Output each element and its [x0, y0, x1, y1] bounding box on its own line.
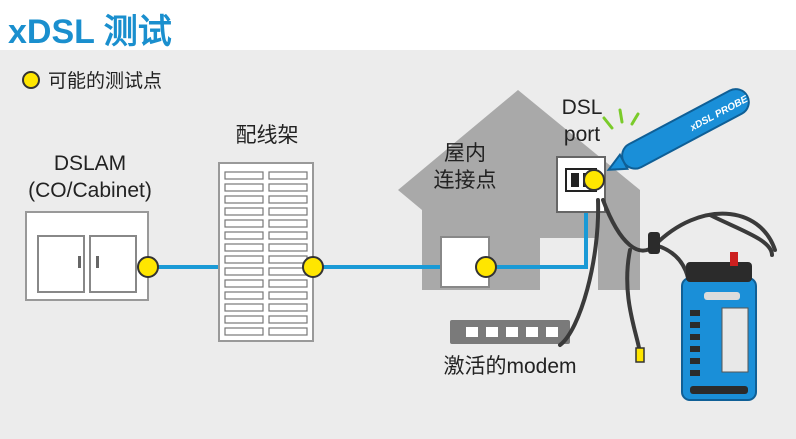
inhouse-label-line1: 屋内: [444, 142, 486, 165]
distribution-frame-icon: [218, 162, 314, 342]
inhouse-label: 屋内 连接点: [420, 140, 510, 194]
legend: 可能的测试点: [22, 66, 162, 93]
modem-label: 激活的modem: [443, 355, 577, 378]
test-point-dslam: [137, 256, 159, 278]
test-point-dsl-port: [583, 169, 605, 191]
dslam-label-line1: DSLAM: [53, 152, 127, 175]
modem-icon: [450, 320, 570, 344]
inhouse-label-line2: 连接点: [433, 169, 497, 192]
handheld-tester-icon: [681, 252, 757, 401]
legend-text: 可能的测试点: [48, 71, 163, 92]
dslam-label-line2: (CO/Cabinet): [28, 179, 152, 202]
test-points: [137, 169, 605, 278]
dsl-port-label: DSL port: [548, 94, 616, 148]
dslam-cabinet-icon: [25, 211, 149, 301]
cable-clip-icon: [635, 232, 660, 363]
page-title: xDSL 测试: [8, 13, 172, 51]
xdsl-probe-icon: xDSL PROBE: [602, 88, 750, 171]
dslam-label: DSLAM (CO/Cabinet): [20, 150, 160, 204]
cables: [558, 198, 777, 357]
dsl-port-label-line2: port: [563, 123, 601, 146]
test-point-inhouse: [475, 256, 497, 278]
dsl-port-label-line1: DSL: [561, 96, 603, 119]
legend-test-point-icon: [22, 70, 40, 89]
distribution-frame-label: 配线架: [235, 124, 299, 147]
test-point-distribution-frame: [302, 256, 324, 278]
